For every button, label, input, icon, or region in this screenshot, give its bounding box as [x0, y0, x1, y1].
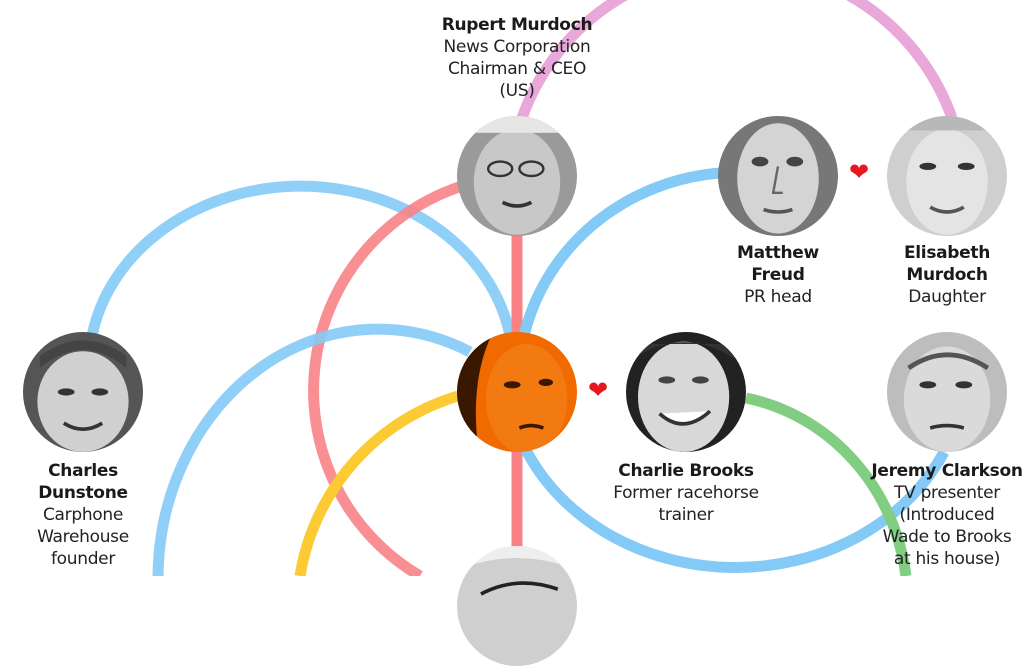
face-icon — [887, 332, 1007, 452]
portrait-elisabeth-murdoch[interactable] — [887, 116, 1007, 236]
face-icon — [457, 116, 577, 236]
person-role: trainer — [658, 505, 714, 525]
person-role: Former racehorse — [613, 483, 759, 503]
person-role: News Corporation — [443, 37, 591, 57]
arc-blue-dunstone-rebekah — [86, 180, 516, 338]
portrait-charles-dunstone[interactable] — [23, 332, 143, 452]
person-role: Warehouse — [37, 527, 129, 547]
person-role: PR head — [744, 287, 812, 307]
person-name: Elisabeth — [903, 243, 991, 263]
heart-icon-rebekah-charlie: ❤ — [588, 376, 609, 404]
person-name: Rupert Murdoch — [441, 15, 593, 35]
person-role: Wade to Brooks — [882, 527, 1012, 547]
face-icon — [887, 116, 1007, 236]
person-role: (Introduced — [899, 505, 995, 525]
person-role: at his house) — [893, 549, 1001, 569]
face-icon — [23, 332, 143, 452]
person-role: Chairman & CEO — [447, 59, 587, 79]
person-name: Matthew — [737, 243, 819, 263]
portrait-jeremy-clarkson[interactable] — [887, 332, 1007, 452]
person-name: Murdoch — [906, 265, 988, 285]
person-role: Daughter — [908, 287, 986, 307]
portrait-rebekah-brooks[interactable] — [457, 332, 577, 452]
arc-yellow — [294, 390, 460, 576]
label-jeremy-clarkson: Jeremy Clarkson TV presenter (Introduced… — [867, 460, 1024, 570]
person-role: TV presenter — [894, 483, 1000, 503]
heart-icon-freud-elisabeth: ❤ — [849, 158, 870, 186]
arc-pink-rupert-elisabeth — [516, 0, 958, 120]
person-role: (US) — [499, 81, 535, 101]
label-matthew-freud: Matthew Freud PR head — [718, 242, 838, 308]
label-charlie-brooks: Charlie Brooks Former racehorse trainer — [596, 460, 776, 526]
portrait-rupert-murdoch[interactable] — [457, 116, 577, 236]
label-rupert-murdoch: Rupert Murdoch News Corporation Chairman… — [417, 14, 617, 102]
label-charles-dunstone: Charles Dunstone Carphone Warehouse foun… — [13, 460, 153, 570]
person-name: Charlie Brooks — [618, 461, 754, 481]
portrait-charlie-brooks[interactable] — [626, 332, 746, 452]
arc-red-rupert — [308, 180, 464, 576]
person-name: Freud — [751, 265, 805, 285]
portrait-bottom-person[interactable] — [457, 546, 577, 666]
label-elisabeth-murdoch: Elisabeth Murdoch Daughter — [877, 242, 1017, 308]
face-icon — [457, 332, 577, 452]
person-name: Dunstone — [38, 483, 128, 503]
portrait-matthew-freud[interactable] — [718, 116, 838, 236]
face-icon — [718, 116, 838, 236]
person-name: Charles — [48, 461, 118, 481]
face-icon — [626, 332, 746, 452]
arc-blue-rebekah-matthew — [518, 167, 721, 338]
arc-blue-rebekah-jeremy — [519, 443, 949, 573]
person-role: founder — [50, 549, 116, 569]
arc-green-brooks — [744, 392, 912, 576]
face-icon — [457, 546, 577, 666]
person-name: Jeremy Clarkson — [871, 461, 1023, 481]
connection-arcs — [86, 0, 958, 576]
arc-blue-lower-left — [152, 323, 473, 576]
person-role: Carphone — [42, 505, 124, 525]
